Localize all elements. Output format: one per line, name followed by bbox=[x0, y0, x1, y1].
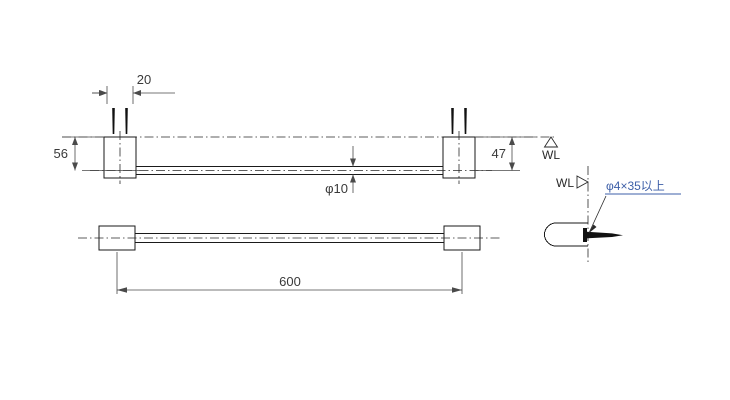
screw-shaft-icon bbox=[583, 231, 623, 239]
plan-view: 600 bbox=[78, 225, 500, 294]
right-bracket-front bbox=[442, 108, 476, 184]
dim600-arrowhead-right bbox=[452, 287, 462, 293]
screw-note-leader-arrow bbox=[589, 224, 597, 233]
wl-datum-top: WL bbox=[542, 136, 560, 162]
bracket-profile-side bbox=[544, 222, 588, 247]
left-screw-2-icon bbox=[125, 108, 128, 134]
right-screw-2-icon bbox=[464, 108, 467, 134]
screw-note-callout: φ4×35以上 bbox=[588, 179, 681, 234]
dimension-47: 47 bbox=[475, 136, 536, 171]
phi10-arrowhead-lower bbox=[350, 174, 356, 183]
screw-note-leader bbox=[588, 195, 607, 234]
mounting-screw-side bbox=[583, 228, 623, 242]
dim20-text: 20 bbox=[137, 72, 151, 87]
dimension-600: 600 bbox=[117, 274, 462, 293]
phi10-text: φ10 bbox=[325, 181, 348, 196]
side-section-view: WL φ4×35以上 bbox=[544, 166, 681, 262]
dim20-arrowhead-left bbox=[99, 90, 107, 96]
left-screw-1-icon bbox=[112, 108, 115, 134]
wl-top-label: WL bbox=[542, 148, 560, 162]
dim47-arrowhead-top bbox=[509, 137, 515, 145]
dim47-text: 47 bbox=[492, 146, 506, 161]
wl-datum-side: WL bbox=[556, 175, 589, 190]
dim56-arrowhead-bottom bbox=[72, 162, 78, 171]
dim600-text: 600 bbox=[279, 274, 301, 289]
dim56-arrowhead-top bbox=[72, 137, 78, 145]
dim47-arrowhead-bottom bbox=[509, 162, 515, 171]
dim56-text: 56 bbox=[54, 146, 68, 161]
left-bracket-front bbox=[103, 108, 137, 184]
towel-bar-front bbox=[90, 166, 492, 175]
wl-top-triangle-icon bbox=[543, 136, 559, 148]
right-screw-1-icon bbox=[451, 108, 454, 134]
front-elevation-view: 20 56 47 bbox=[54, 72, 561, 196]
dimension-bar-diameter: φ10 bbox=[325, 146, 356, 196]
wl-side-triangle-icon bbox=[576, 175, 589, 189]
dimension-56: 56 bbox=[54, 136, 140, 171]
dim20-arrowhead-right bbox=[133, 90, 141, 96]
phi10-arrowhead-upper bbox=[350, 158, 356, 167]
dimension-20: 20 bbox=[92, 72, 175, 104]
dim600-arrowhead-left bbox=[117, 287, 127, 293]
wl-side-label: WL bbox=[556, 176, 574, 190]
screw-head-icon bbox=[583, 228, 587, 242]
screw-note-text: φ4×35以上 bbox=[606, 179, 665, 193]
